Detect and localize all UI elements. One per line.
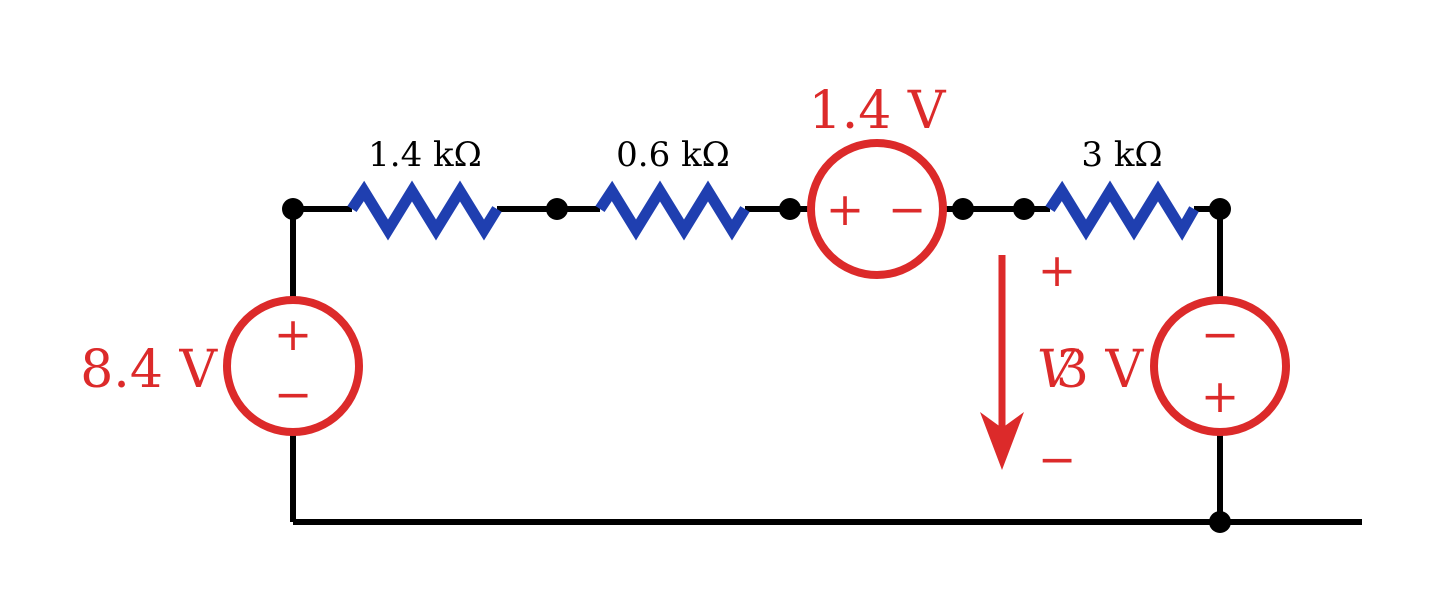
resistor-3: 3 kΩ bbox=[1045, 135, 1199, 241]
voltage-source-left-top-sign: + bbox=[274, 307, 313, 361]
voltage-source-top: + − 1.4 V bbox=[807, 81, 947, 279]
resistor-1: 1.4 kΩ bbox=[347, 135, 502, 241]
resistor-1-label: 1.4 kΩ bbox=[368, 135, 482, 175]
voltage-source-right-bottom-sign: + bbox=[1201, 369, 1240, 423]
resistor-2: 0.6 kΩ bbox=[595, 135, 750, 241]
voltage-source-right-label: 3 V bbox=[1056, 340, 1145, 400]
resistor-2-label: 0.6 kΩ bbox=[616, 135, 730, 175]
resistor-1-zigzag bbox=[347, 180, 502, 241]
voltage-source-top-circle bbox=[807, 139, 947, 279]
voltage-source-left-label: 8.4 V bbox=[80, 340, 218, 400]
voltage-source-top-label: 1.4 V bbox=[809, 81, 947, 141]
voltage-measurement-minus: − bbox=[1038, 432, 1077, 486]
voltage-source-right-circle bbox=[1150, 296, 1290, 436]
node bbox=[779, 198, 801, 220]
voltage-source-left-circle bbox=[223, 296, 363, 436]
voltage-source-right: − + 3 V bbox=[1056, 296, 1290, 436]
node bbox=[546, 198, 568, 220]
node bbox=[1209, 511, 1231, 533]
voltage-source-top-left-sign: + bbox=[826, 182, 865, 236]
resistor-3-zigzag bbox=[1045, 180, 1199, 241]
voltage-arrow-head bbox=[980, 412, 1024, 470]
voltage-source-left: + − 8.4 V bbox=[80, 296, 363, 436]
voltage-measurement: + V − bbox=[980, 243, 1079, 486]
node bbox=[952, 198, 974, 220]
node bbox=[282, 198, 304, 220]
voltage-measurement-label: V bbox=[1037, 340, 1079, 400]
voltage-source-left-bottom-sign: − bbox=[274, 367, 313, 421]
resistor-3-label: 3 kΩ bbox=[1081, 135, 1162, 175]
voltage-source-right-top-sign: − bbox=[1201, 307, 1240, 361]
nodes bbox=[282, 198, 1231, 533]
voltage-source-top-right-sign: − bbox=[888, 182, 927, 236]
resistor-2-zigzag bbox=[595, 180, 750, 241]
node bbox=[1209, 198, 1231, 220]
voltage-measurement-plus: + bbox=[1038, 243, 1077, 297]
node bbox=[1013, 198, 1035, 220]
